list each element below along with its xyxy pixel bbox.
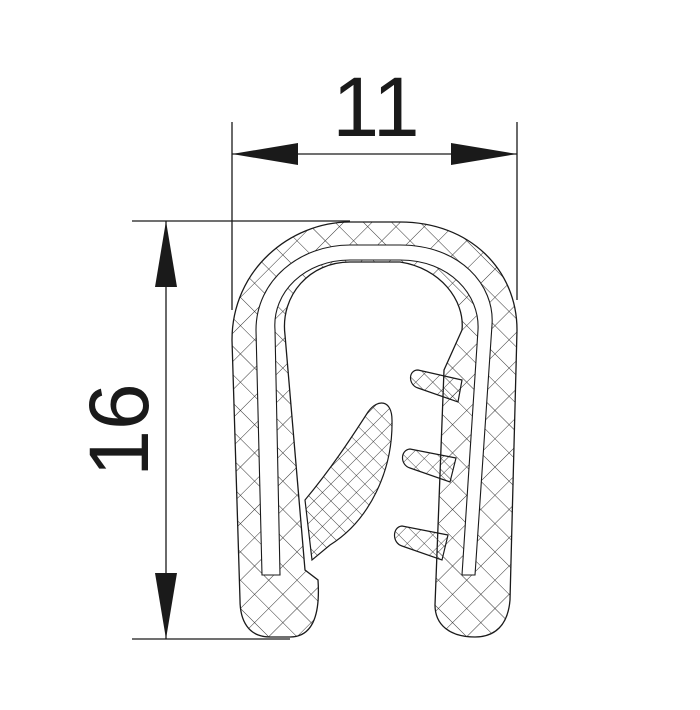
arrow-down-icon: [155, 573, 177, 639]
profile-outline: [231, 221, 518, 638]
gripping-fins: [393, 369, 463, 561]
sealing-lip: [304, 402, 393, 562]
fin-top: [409, 369, 463, 403]
arrow-up-icon: [155, 221, 177, 287]
height-label: 16: [72, 383, 166, 476]
width-dimension: 11: [231, 60, 518, 310]
width-label: 11: [332, 60, 419, 154]
profile-body: [231, 221, 518, 638]
arrow-left-icon: [232, 143, 298, 165]
fin-bottom: [393, 525, 449, 561]
steel-carrier-insert: [255, 244, 493, 576]
fin-middle: [401, 448, 457, 483]
height-dimension: 16: [72, 220, 350, 640]
arrow-right-icon: [451, 143, 517, 165]
